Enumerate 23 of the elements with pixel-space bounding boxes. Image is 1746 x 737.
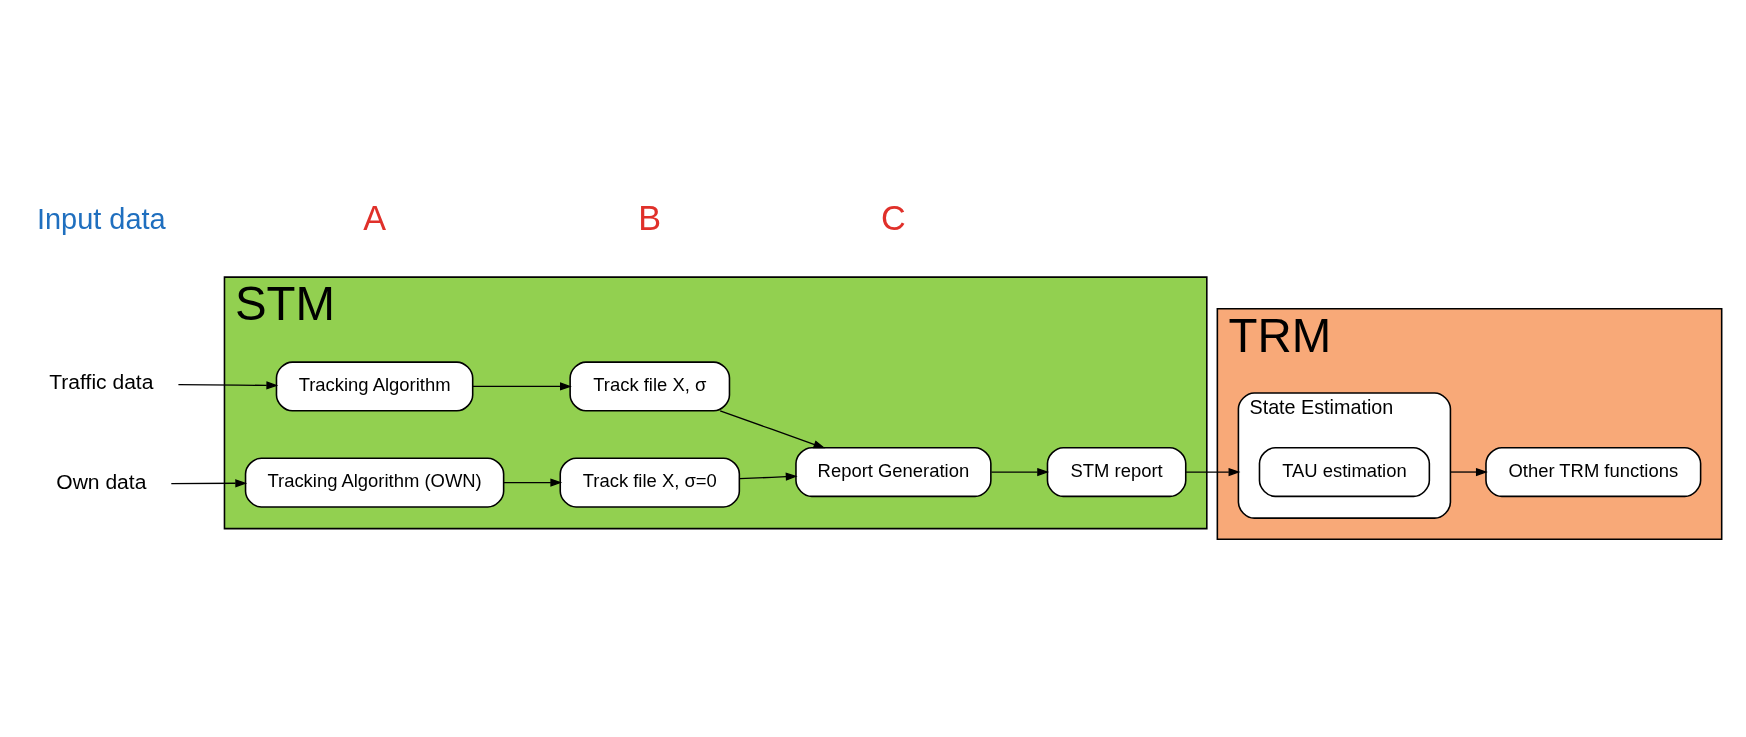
label: A [363,198,386,237]
node-box: Tracking Algorithm (OWN) [244,456,505,508]
arrow [177,380,279,390]
node-text: Traffic data [49,369,154,393]
arrow [472,381,572,391]
node-box: Other TRM functions [1485,446,1702,497]
node-box: TAU estimation [1258,446,1431,497]
arrow [170,478,248,487]
label: Input data [36,202,166,235]
node-box: Track file X, σ=0 [559,456,741,508]
label: C [881,198,906,237]
node-box: Report Generation [795,446,992,497]
arrow [503,477,563,487]
arrow [1185,467,1241,476]
node-box: Tracking Algorithm [275,360,474,412]
arrow [1449,467,1488,476]
arrow [719,409,826,448]
label: B [638,198,662,237]
node-text: Own data [56,469,147,493]
node-box: Track file X, σ [569,360,731,412]
arrow [990,467,1050,476]
node-box: STM report [1046,446,1187,497]
arrow [738,472,798,481]
